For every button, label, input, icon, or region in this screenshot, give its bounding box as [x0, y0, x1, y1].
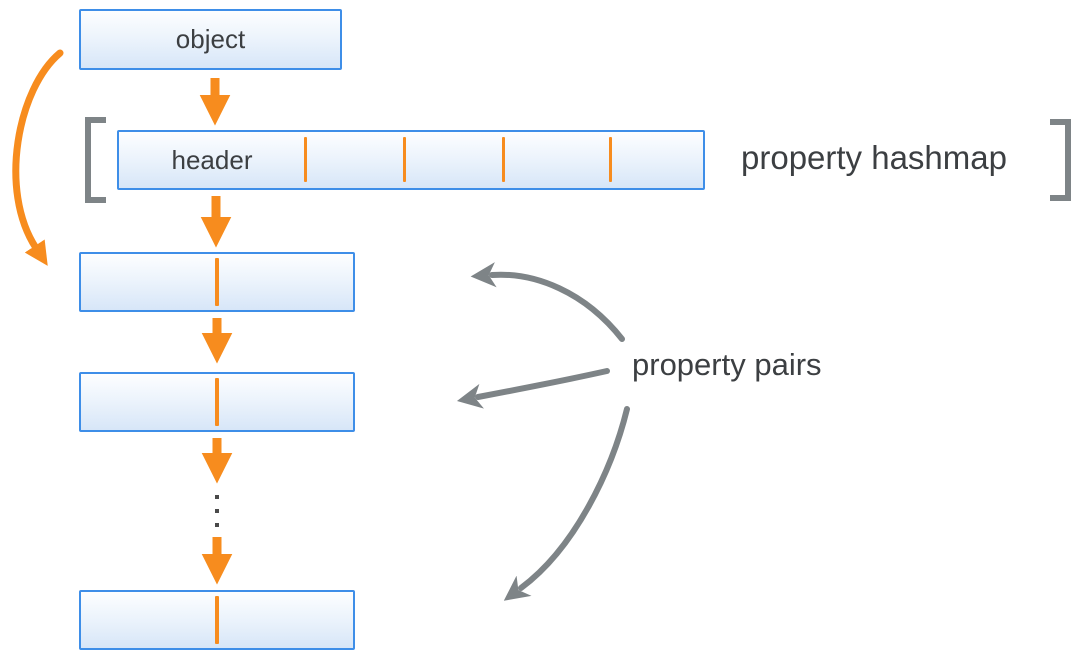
object-label: object	[175, 24, 246, 54]
ellipsis-dots	[215, 495, 219, 527]
callout-arrow-to-pair3	[503, 406, 630, 601]
property-pair-box-3	[79, 590, 355, 650]
curved-arrow-object-to-pair1	[12, 49, 64, 266]
object-box: object	[79, 9, 342, 70]
callout-arrow-to-pair1	[470, 262, 625, 342]
dot	[215, 523, 219, 527]
dot	[215, 495, 219, 499]
dot	[215, 509, 219, 513]
pair-divider	[215, 596, 219, 644]
pair-divider	[215, 258, 219, 306]
hashmap-slot-divider	[403, 137, 406, 182]
hashmap-header-box: header	[117, 130, 705, 190]
hashmap-slot-divider	[609, 137, 612, 182]
hashmap-caption: property hashmap	[741, 139, 1007, 176]
property-pair-box-2	[79, 372, 355, 432]
pair-divider	[215, 378, 219, 426]
property-pair-box-1	[79, 252, 355, 312]
right-bracket-icon	[1050, 119, 1071, 201]
pairs-caption: property pairs	[632, 347, 822, 382]
left-bracket-icon	[85, 117, 106, 203]
hashmap-slot-divider	[502, 137, 505, 182]
hashmap-slot-divider	[304, 137, 307, 182]
header-label: header	[171, 144, 253, 175]
callout-arrow-to-pair2	[456, 368, 610, 409]
